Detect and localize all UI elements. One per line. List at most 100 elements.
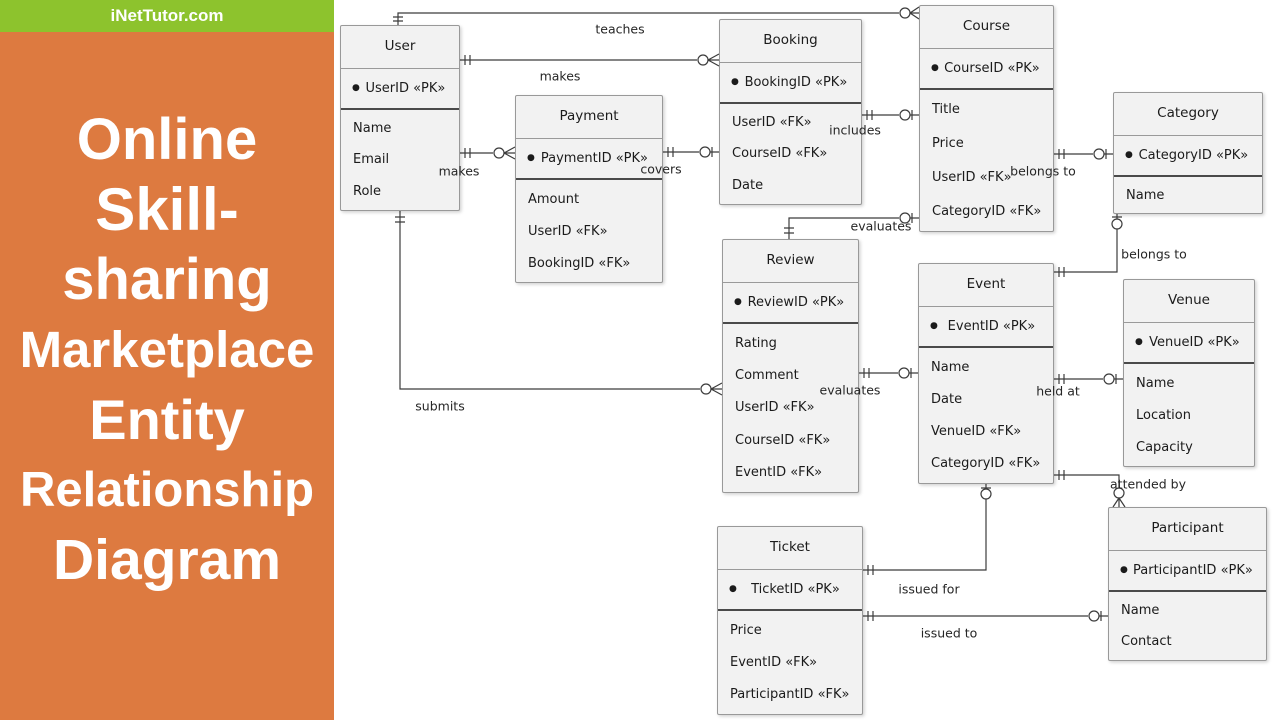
pk-label: TicketID «PK» (751, 582, 840, 597)
connector-belongs-to-course (1054, 148, 1113, 160)
entity-attribute: Contact (1121, 634, 1172, 649)
entity-attribute: VenueID «FK» (931, 424, 1022, 440)
pk-label: EventID «PK» (947, 319, 1036, 334)
entity-primary-key-row: ●ParticipantID «PK» (1109, 551, 1266, 592)
entity-primary-key-row: ● EventID «PK» (919, 307, 1053, 348)
poster-title-line: Diagram (52, 528, 282, 592)
relationship-label-attended-by: attended by (1110, 476, 1186, 492)
connector-belongs-to-event (1054, 214, 1123, 277)
entity-attribute: ParticipantID «FK» (730, 687, 850, 703)
entity-attribute: UserID «FK» (735, 400, 815, 416)
pk-bullet-icon: ● (352, 83, 360, 93)
entity-attribute: UserID «FK» (732, 115, 812, 131)
entity-attribute: Email (353, 152, 390, 168)
connector-makes-payment (459, 146, 516, 160)
entity-attribute: UserID «FK» (932, 169, 1012, 185)
entity-attribute: EventID «FK» (735, 465, 823, 481)
relationship-label-evaluates-event: evaluates (819, 382, 881, 398)
entity-attribute: Name (931, 359, 970, 375)
pk-label: VenueID «PK» (1149, 335, 1240, 350)
entity-primary-key-row: ● TicketID «PK» (718, 570, 862, 611)
pk-label: UserID «PK» (365, 81, 446, 96)
entity-primary-key-row: ●PaymentID «PK» (516, 139, 662, 180)
connector-includes (862, 109, 919, 121)
connector-held-at (1054, 373, 1123, 385)
poster-title-line: Entity (89, 388, 245, 451)
entity-title: Ticket (718, 527, 862, 570)
relationship-label-evaluates-course: evaluates (850, 218, 912, 234)
entity-attribute: UserID «FK» (528, 223, 608, 239)
entity-attribute: Role (353, 183, 382, 199)
pk-bullet-icon: ● (729, 584, 737, 594)
pk-bullet-icon: ● (527, 153, 535, 163)
entity-primary-key-row: ●CourseID «PK» (920, 49, 1053, 90)
entity-title: Payment (516, 96, 662, 139)
relationship-label-includes: includes (829, 122, 881, 138)
pk-bullet-icon: ● (731, 77, 739, 87)
entity-title: Course (920, 6, 1053, 49)
pk-label: BookingID «PK» (744, 75, 848, 90)
entity-attribute: Rating (735, 335, 777, 351)
entity-attributes: UserID «FK» CourseID «FK» Date (720, 104, 861, 204)
pk-bullet-icon: ● (734, 297, 742, 307)
entity-attribute: EventID «FK» (730, 654, 818, 670)
entity-attribute: Date (732, 177, 764, 193)
entity-attribute: Name (1121, 603, 1160, 618)
entity-attribute: Name (1136, 375, 1175, 391)
entity-title: Venue (1124, 280, 1254, 323)
entity-attribute: Location (1136, 407, 1191, 423)
entity-attribute: CourseID «FK» (732, 146, 828, 162)
pk-label: ReviewID «PK» (747, 295, 845, 310)
entity-attribute: Title (932, 102, 960, 118)
relationship-label-submits: submits (415, 398, 465, 414)
entity-attribute: Date (931, 391, 963, 407)
relationship-label-held-at: held at (1036, 383, 1080, 399)
entity-attribute: Comment (735, 368, 799, 384)
entity-primary-key-row: ● UserID «PK» (341, 69, 459, 110)
pk-bullet-icon: ● (930, 321, 938, 331)
entity-attribute: Name (1126, 187, 1165, 203)
pk-label: CategoryID «PK» (1138, 148, 1249, 163)
entity-attribute: CategoryID «FK» (931, 456, 1041, 472)
entity-attributes: Name (1114, 177, 1262, 213)
entity-attribute: Capacity (1136, 439, 1193, 455)
connector-evaluates-course (784, 212, 919, 239)
connector-attended-by (1054, 470, 1126, 508)
entity-attribute: Price (932, 136, 964, 152)
entity-category: Category●CategoryID «PK»Name (1113, 92, 1263, 214)
poster-title: Online Skill- sharing Marketplace Entity… (0, 32, 334, 720)
entity-primary-key-row: ●VenueID «PK» (1124, 323, 1254, 364)
poster-title-line: Online (76, 107, 258, 172)
entity-attribute: Name (353, 121, 392, 137)
relationship-label-issued-for: issued for (898, 581, 960, 597)
relationship-label-belongs-to-event: belongs to (1121, 246, 1187, 262)
poster-title-line: Marketplace (19, 321, 315, 378)
entity-title: Event (919, 264, 1053, 307)
poster-title-line: sharing (62, 247, 272, 312)
relationship-label-issued-to: issued to (920, 625, 978, 641)
poster-title-line: Skill- (95, 176, 239, 243)
entity-primary-key-row: ●CategoryID «PK» (1114, 136, 1262, 177)
entity-title: Booking (720, 20, 861, 63)
connector-teaches (393, 6, 920, 25)
pk-label: CourseID «PK» (944, 61, 1040, 76)
pk-bullet-icon: ● (1120, 565, 1128, 575)
entity-attribute: Price (730, 622, 762, 638)
relationship-label-covers: covers (640, 161, 682, 177)
poster-panel: iNetTutor.com Online Skill- sharing Mark… (0, 0, 334, 720)
connector-issued-for (863, 484, 992, 575)
brand-site-name: iNetTutor.com (110, 6, 224, 25)
